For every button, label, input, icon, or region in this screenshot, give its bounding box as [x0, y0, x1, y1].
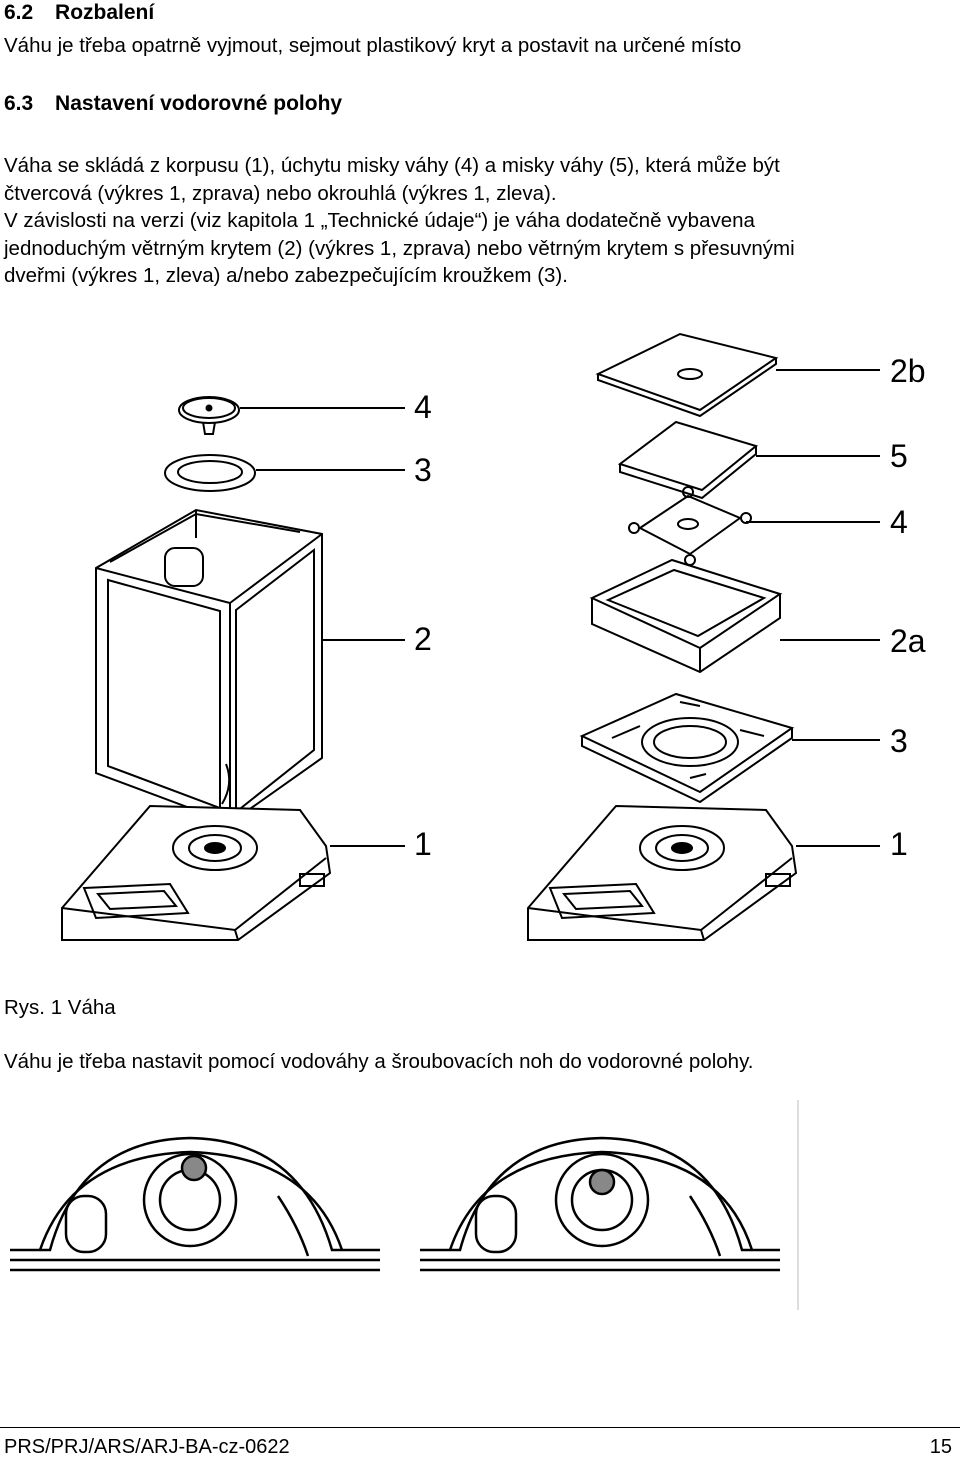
part-label: 3 [890, 723, 908, 759]
draft-shield-top-plate-drawing [595, 332, 779, 418]
leveling-instruction: Váhu je třeba nastavit pomocí vodováhy a… [4, 1050, 754, 1073]
part-label: 2a [890, 623, 926, 659]
section-6-2-heading: 6.2 Rozbalení [4, 1, 154, 25]
paragraph-line: Váha se skládá z korpusu (1), úchytu mis… [4, 154, 780, 177]
simple-draft-shield-drawing [589, 558, 783, 674]
spirit-level-centered-drawing [420, 1136, 780, 1272]
securing-ring-drawing [164, 454, 256, 492]
section-number: 6.3 [4, 92, 34, 115]
document-code: PRS/PRJ/ARS/ARJ-BA-cz-0622 [4, 1436, 290, 1458]
part-label: 3 [414, 452, 432, 488]
section-title: Rozbalení [55, 1, 155, 24]
page-number: 15 [929, 1436, 952, 1458]
balance-base-drawing [61, 804, 332, 941]
part-label: 1 [414, 826, 432, 862]
part-label: 2 [414, 621, 432, 657]
pan-support-drawing [628, 486, 752, 566]
paragraph-line: čtvercová (výkres 1, zprava) nebo okrouh… [4, 181, 557, 205]
section-number: 6.2 [4, 1, 34, 24]
part-label: 5 [890, 438, 908, 474]
part-label: 4 [414, 389, 432, 425]
section-6-3-heading: 6.3 Nastavení vodorovné polohy [4, 92, 342, 116]
spirit-level-off-center-drawing [10, 1136, 380, 1272]
part-label: 1 [890, 826, 908, 862]
spirit-level-drawings [10, 1100, 799, 1310]
square-pan-drawing [617, 420, 759, 500]
figure-caption: Rys. 1 Váha [4, 996, 116, 1019]
balance-exploded-drawing [61, 332, 880, 941]
draft-shield-with-doors-drawing [95, 508, 323, 825]
securing-ring-plate-drawing [579, 692, 795, 804]
part-label: 4 [890, 504, 908, 540]
balance-base-drawing [527, 804, 798, 941]
paragraph-line: jednoduchým větrným krytem (2) (výkres 1… [4, 236, 795, 260]
part-label: 2b [890, 353, 926, 389]
paragraph-line: V závislosti na verzi (viz kapitola 1 „T… [4, 209, 755, 232]
section-6-3-paragraph: Váha se skládá z korpusu (1), úchytu mis… [4, 152, 960, 290]
paragraph-line: dveřmi (výkres 1, zleva) a/nebo zabezpeč… [4, 264, 568, 287]
section-title: Nastavení vodorovné polohy [55, 92, 343, 115]
round-pan-drawing [178, 396, 240, 435]
section-6-2-text: Váhu je třeba opatrně vyjmout, sejmout p… [4, 34, 742, 57]
